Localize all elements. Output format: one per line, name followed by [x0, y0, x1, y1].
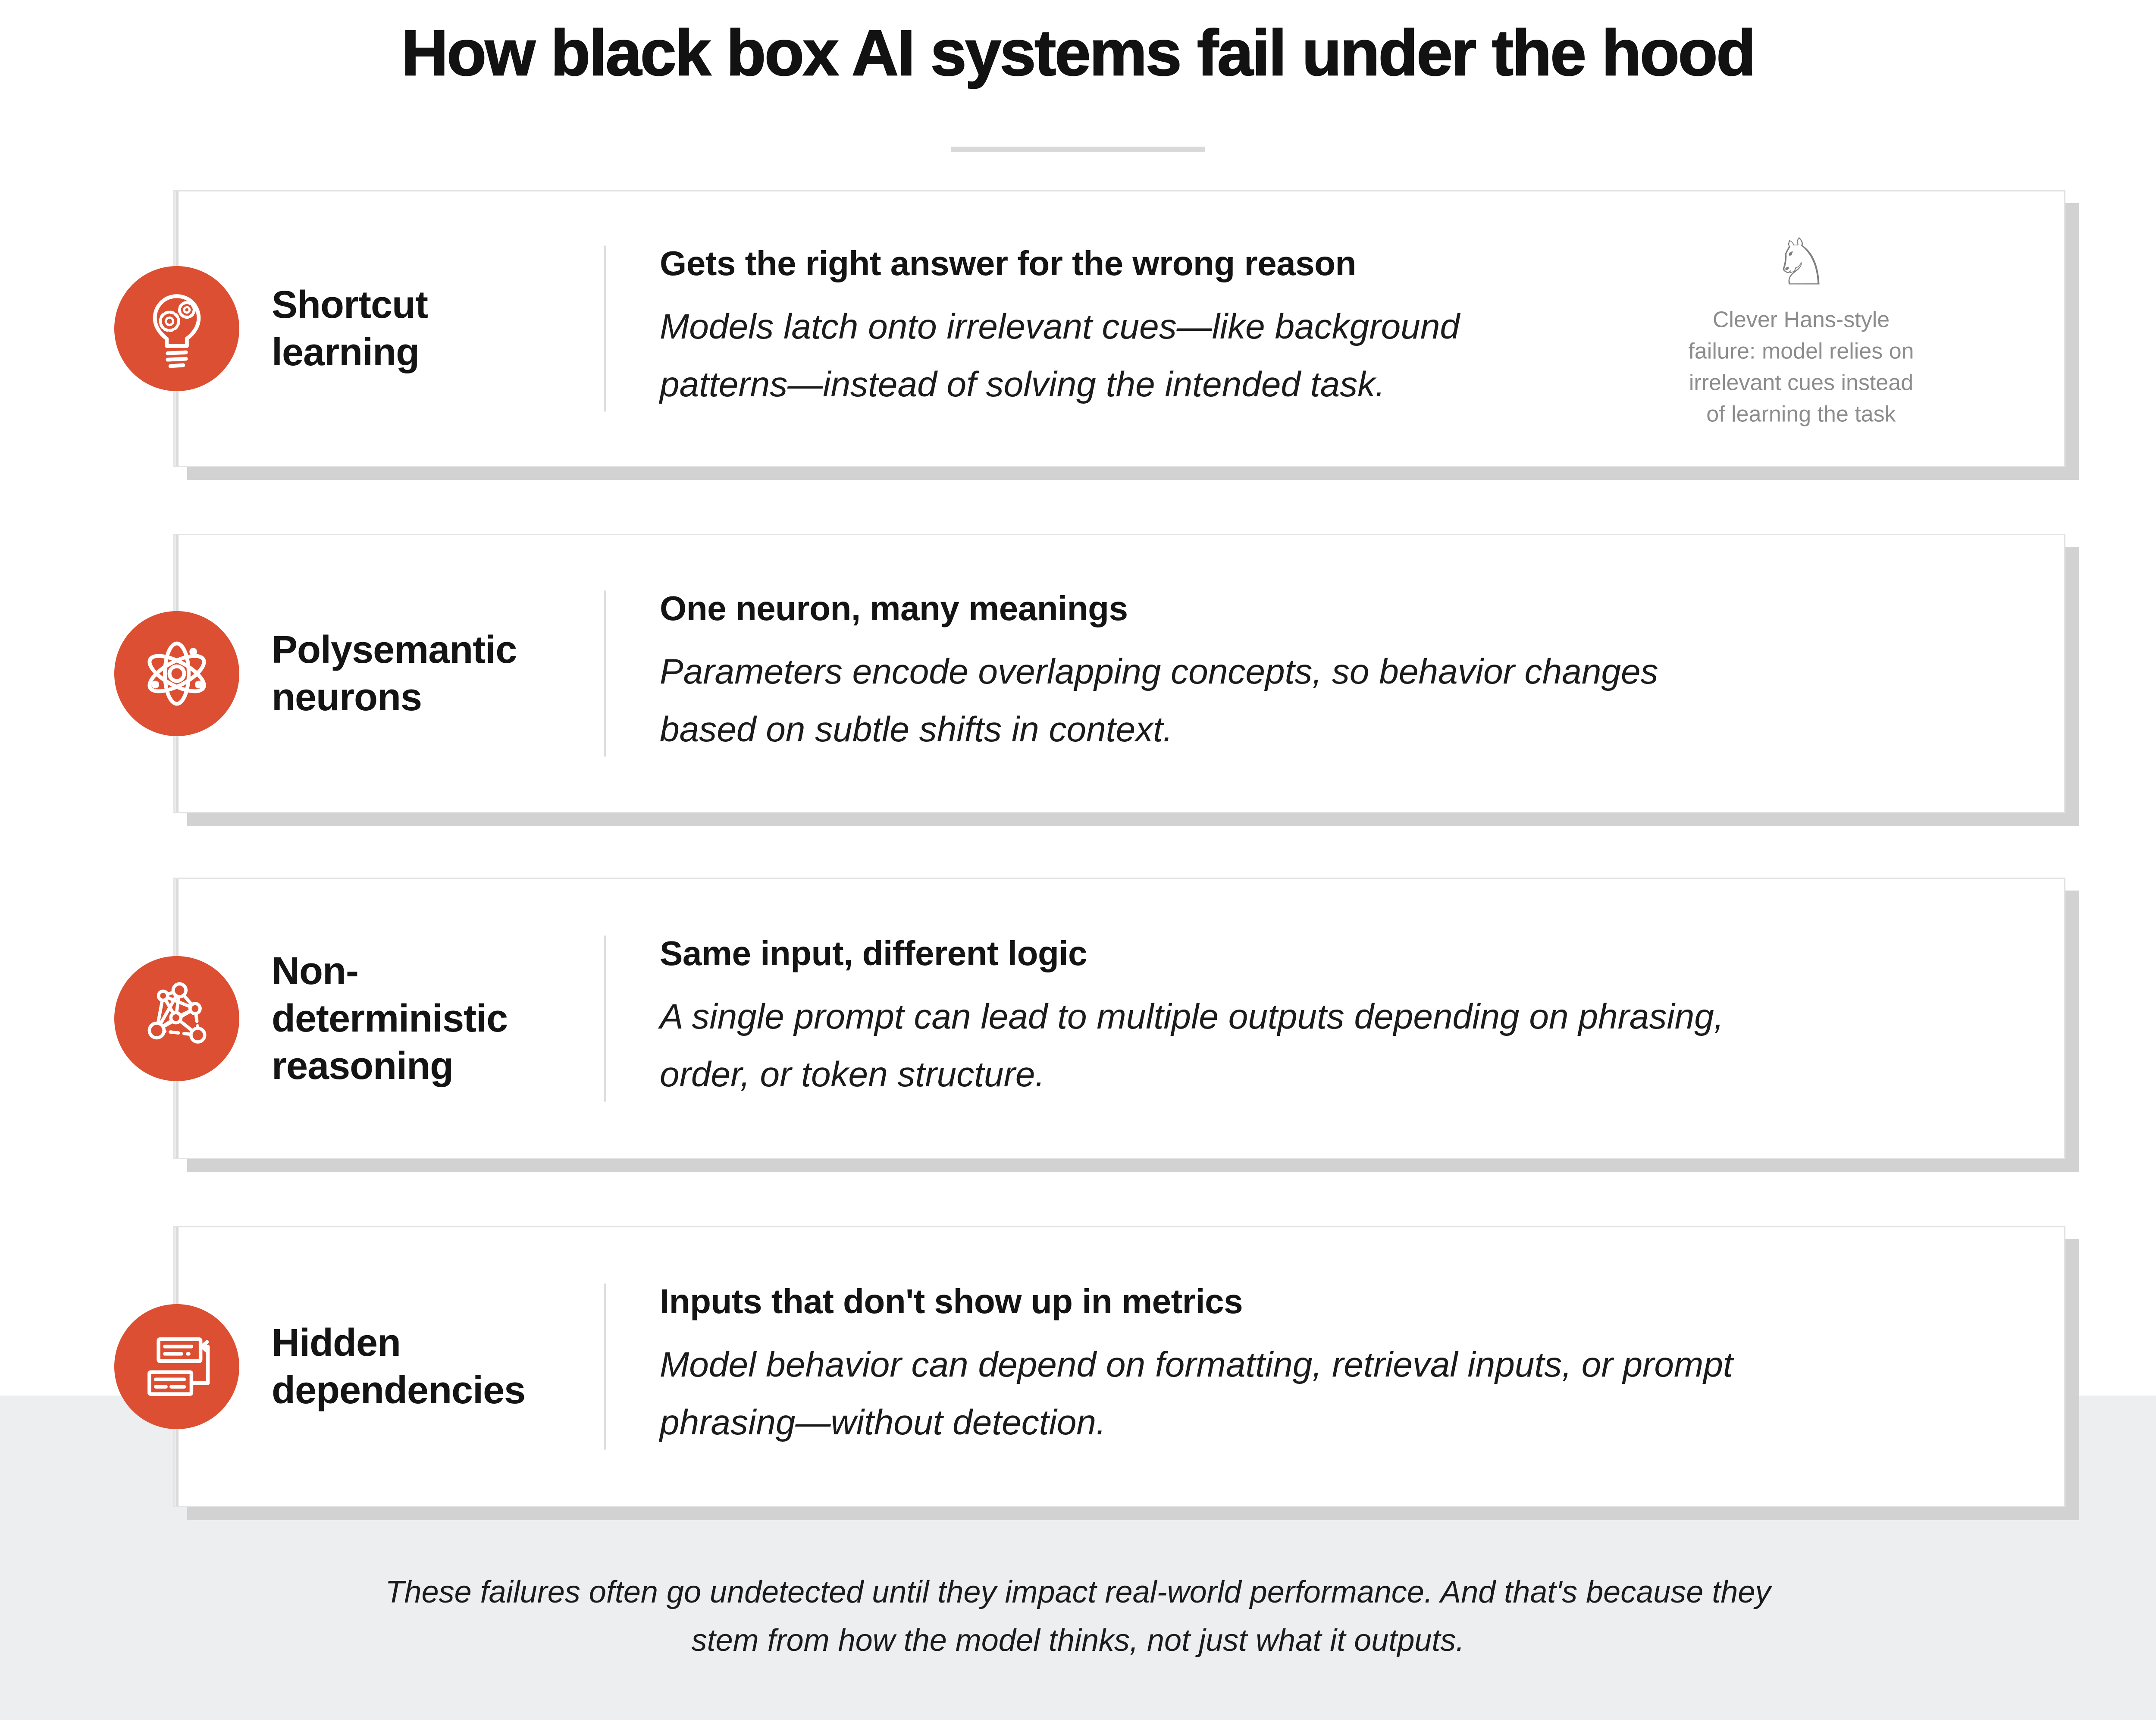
card-heading: Gets the right answer for the wrong reas…	[660, 244, 1356, 282]
card-heading: Inputs that don't show up in metrics	[660, 1282, 1243, 1320]
vertical-divider	[604, 935, 606, 1101]
card-label: Hidden dependencies	[272, 1321, 526, 1412]
side-note: ♘ Clever Hans-style failure: model relie…	[1603, 227, 1999, 430]
lightbulb-gears-icon	[153, 294, 201, 368]
card-heading: Same input, different logic	[660, 934, 1087, 972]
network-icon	[147, 982, 207, 1044]
card-body-text: A single prompt can lead to multiple out…	[660, 997, 1724, 1094]
vertical-divider	[604, 1283, 606, 1450]
card-hidden-dependencies: Hidden dependencies Inputs that don't sh…	[114, 1226, 2065, 1507]
chess-knight-icon: ♘	[1772, 225, 1830, 300]
card-body-text: Parameters encode overlapping concepts, …	[660, 652, 1658, 749]
card-label: Polysemantic neurons	[272, 628, 517, 719]
card-icon-circle	[114, 1304, 239, 1429]
vertical-divider	[604, 245, 606, 412]
card-non-deterministic-reasoning: Non- deterministic reasoning Same input,…	[114, 878, 2065, 1159]
card-icon-circle	[114, 611, 239, 736]
page-footer: These failures often go undetected until…	[385, 1575, 1771, 1658]
page-title: How black box AI systems fail under the …	[401, 16, 1757, 90]
card-icon-circle	[114, 956, 239, 1081]
side-note-text: Clever Hans-style failure: model relies …	[1688, 307, 1914, 427]
documents-cycle-icon	[147, 1337, 210, 1396]
card-body-text: Models latch onto irrelevant cues—like b…	[660, 307, 1460, 404]
card-shortcut-learning: Shortcut learning Gets the right answer …	[114, 190, 2065, 467]
card-description: Same input, different logic A single pro…	[660, 934, 2005, 1104]
card-body-text: Model behavior can depend on formatting,…	[660, 1345, 1733, 1442]
card-heading: One neuron, many meanings	[660, 589, 1128, 627]
card-polysemantic-neurons: Polysemantic neurons One neuron, many me…	[114, 534, 2065, 813]
vertical-divider	[604, 590, 606, 757]
card-label: Non- deterministic reasoning	[272, 949, 508, 1088]
card-label: Shortcut learning	[272, 283, 428, 374]
card-description: One neuron, many meanings Parameters enc…	[660, 589, 2005, 759]
card-icon-circle	[114, 266, 239, 391]
card-description: Inputs that don't show up in metrics Mod…	[660, 1282, 2005, 1452]
title-divider	[951, 147, 1205, 152]
atom-icon	[147, 641, 206, 706]
card-description: Gets the right answer for the wrong reas…	[660, 244, 1651, 414]
